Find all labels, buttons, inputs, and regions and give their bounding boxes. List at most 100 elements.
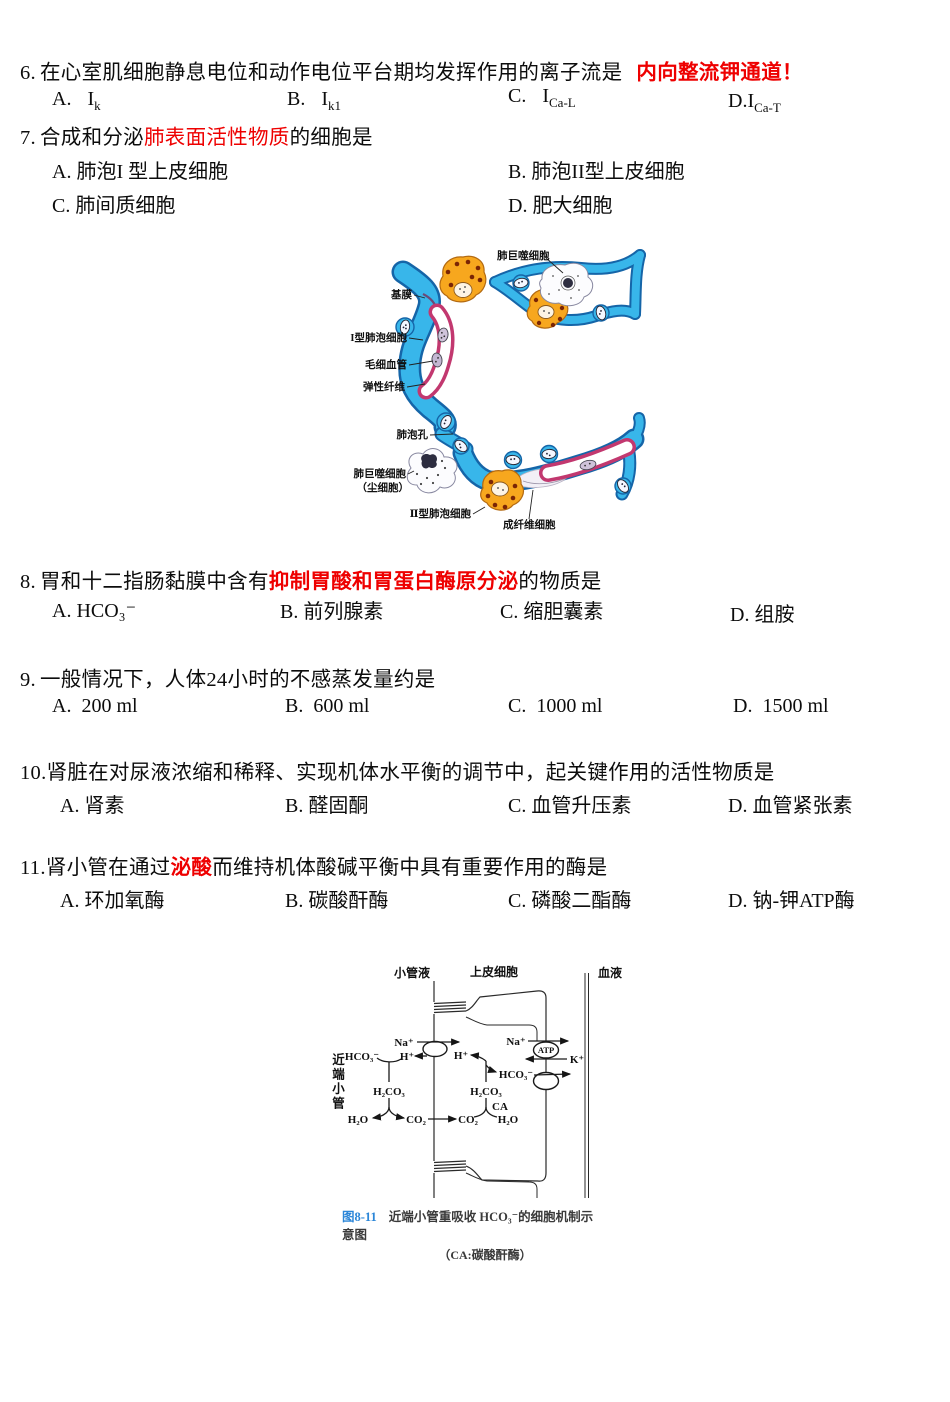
alveoli-figure: 肺巨噬细胞 基膜 I型肺泡细胞 毛细血管 弹性纤维 肺泡孔 肺巨噬细胞 （尘细胞… xyxy=(335,228,660,548)
label-capillary: 毛细血管 xyxy=(365,358,407,371)
q11-option-c: C. 磷酸二酯酶 xyxy=(508,890,632,912)
label-epithelium: 上皮细胞 xyxy=(470,964,518,979)
question-6-number: 6. xyxy=(20,62,36,84)
q11-option-b: B. 碳酸酐酶 xyxy=(285,890,389,912)
na-h-exchanger xyxy=(422,1040,448,1058)
label-alveolar-pore: 肺泡孔 xyxy=(397,428,429,441)
q10-option-b: B. 醛固酮 xyxy=(285,795,369,817)
type2-cell-upper-left xyxy=(439,255,487,303)
question-9-text: 一般情况下，人体24小时的不感蒸发量约是 xyxy=(39,669,436,691)
question-8-highlight: 抑制胃酸和胃蛋白酶原分泌 xyxy=(268,571,519,593)
question-8: 8.胃和十二指肠黏膜中含有抑制胃酸和胃蛋白酶原分泌的物质是 xyxy=(20,564,602,594)
figure-title-line1: 近端小管重吸收 HCO₃⁻的细胞机制示 xyxy=(388,1210,594,1224)
reaction-arrows xyxy=(371,1037,572,1123)
question-10: 10.肾脏在对尿液浓缩和稀释、实现机体水平衡的调节中，起关键作用的活性物质是 xyxy=(20,755,775,785)
question-6-highlight: 内向整流钾通道！ xyxy=(636,62,803,84)
q6-option-b: B.Ik1 xyxy=(287,88,342,113)
na-right: Na⁺ xyxy=(506,1036,525,1048)
q11-option-a: A. 环加氧酶 xyxy=(60,890,165,912)
capillary-upper xyxy=(417,303,455,400)
alveoli-illustration: 肺巨噬细胞 基膜 I型肺泡细胞 毛细血管 弹性纤维 肺泡孔 肺巨噬细胞 （尘细胞… xyxy=(350,249,646,531)
question-10-text: 肾脏在对尿液浓缩和稀释、实现机体水平衡的调节中，起关键作用的活性物质是 xyxy=(46,762,775,784)
q8-option-a: A. HCO₃⁻ xyxy=(52,600,137,622)
k-right: K⁺ xyxy=(570,1054,585,1066)
label-proximal-tubule: 近端小管 xyxy=(330,1053,344,1111)
co2-left: CO₂ xyxy=(406,1114,427,1126)
carbonic-anhydrase: CA xyxy=(492,1101,508,1113)
question-11-text-post: 而维持机体酸碱平衡中具有重要作用的酶是 xyxy=(212,857,608,879)
question-11-number: 11. xyxy=(20,857,46,879)
leader-lines xyxy=(406,256,564,520)
h2o-left: H₂O xyxy=(348,1114,369,1126)
question-8-number: 8. xyxy=(20,571,36,593)
label-macrophage-bottom: 肺巨噬细胞 xyxy=(354,467,407,480)
type2-cell-bottom xyxy=(480,469,525,511)
label-basement-membrane: 基膜 xyxy=(390,288,412,301)
q7-option-d: D. 肥大细胞 xyxy=(508,195,613,217)
alveolar-macrophage-top xyxy=(539,262,594,307)
tubule-diagram: 小管液 上皮细胞 血液 Na⁺ H⁺ HCO₃⁻ H₂CO₃ H₂O CO₂ C… xyxy=(345,964,622,1198)
label-blood: 血液 xyxy=(598,965,622,980)
question-6-text: 在心室肌细胞静息电位和动作电位平台期均发挥作用的离子流是 xyxy=(39,62,623,84)
q9-option-a: A. 200 ml xyxy=(52,695,138,717)
q11-option-d: D. 钠-钾ATP酶 xyxy=(728,890,855,912)
epithelial-nuclei xyxy=(399,277,629,493)
q8-option-d: D. 组胺 xyxy=(730,604,795,626)
na-k-atpase-pump xyxy=(532,1041,560,1059)
h2co3-cell: H₂CO₃ xyxy=(470,1086,502,1098)
q6-option-a: A.Ik xyxy=(52,88,101,113)
na-left: Na⁺ xyxy=(394,1037,413,1049)
label-type1-alveolar-cell: I型肺泡细胞 xyxy=(350,331,407,344)
membranes xyxy=(433,973,589,1198)
question-10-number: 10. xyxy=(20,762,47,784)
question-11: 11.肾小管在通过泌酸而维持机体酸碱平衡中具有重要作用的酶是 xyxy=(20,850,607,880)
q8-option-c: C. 缩胆囊素 xyxy=(500,601,604,623)
q6-option-c: C.ICa-L xyxy=(508,85,576,110)
hco3-cell: HCO₃⁻ xyxy=(499,1069,533,1081)
q7-option-a: A. 肺泡I 型上皮细胞 xyxy=(52,161,229,183)
question-11-text-pre: 肾小管在通过 xyxy=(45,857,171,879)
question-7-text-pre: 合成和分泌 xyxy=(39,127,144,149)
h-cell: H⁺ xyxy=(454,1050,469,1062)
hco3-left: HCO₃⁻ xyxy=(345,1051,379,1063)
q6-option-d: D.ICa-T xyxy=(728,90,781,115)
label-fibroblast: 成纤维细胞 xyxy=(503,518,556,531)
figure-title-line2: 意图 xyxy=(342,1228,368,1242)
question-8-text-pre: 胃和十二指肠黏膜中含有 xyxy=(39,571,269,593)
q10-option-a: A. 肾素 xyxy=(60,795,125,817)
q8-option-b: B. 前列腺素 xyxy=(280,601,384,623)
q10-option-c: C. 血管升压素 xyxy=(508,795,632,817)
q9-option-d: D. 1500 ml xyxy=(733,695,829,717)
question-9: 9.一般情况下，人体24小时的不感蒸发量约是 xyxy=(20,662,435,692)
question-7-text-post: 的细胞是 xyxy=(289,127,373,149)
question-8-text-post: 的物质是 xyxy=(518,571,602,593)
q7-option-b: B. 肺泡II型上皮细胞 xyxy=(508,161,685,183)
co2-cell: CO₂ xyxy=(458,1114,479,1126)
question-7: 7.合成和分泌肺表面活性物质的细胞是 xyxy=(20,120,373,150)
label-alveolar-macrophage-top: 肺巨噬细胞 xyxy=(497,249,550,262)
q9-option-c: C. 1000 ml xyxy=(508,695,603,717)
label-tubule-fluid: 小管液 xyxy=(394,965,430,980)
h2o-cell: H₂O xyxy=(498,1114,519,1126)
tubule-figure: 小管液 上皮细胞 血液 Na⁺ H⁺ HCO₃⁻ H₂CO₃ H₂O CO₂ C… xyxy=(320,955,650,1270)
atp-label: ATP xyxy=(538,1045,554,1055)
label-elastic-fiber: 弹性纤维 xyxy=(363,380,405,393)
q7-option-c: C. 肺间质细胞 xyxy=(52,195,176,217)
label-dust-cell: （尘细胞） xyxy=(357,481,410,494)
q9-option-b: B. 600 ml xyxy=(285,695,370,717)
capillary-lower xyxy=(539,438,636,482)
figure-number: 图8-11 xyxy=(342,1210,377,1224)
question-6: 6.在心室肌细胞静息电位和动作电位平台期均发挥作用的离子流是内向整流钾通道！ xyxy=(20,55,803,85)
transporters xyxy=(422,1040,560,1091)
question-7-highlight: 肺表面活性物质 xyxy=(143,127,290,149)
q10-option-d: D. 血管紧张素 xyxy=(728,795,853,817)
question-7-number: 7. xyxy=(20,127,36,149)
dust-cell-macrophage xyxy=(406,448,458,494)
question-11-highlight: 泌酸 xyxy=(170,857,213,879)
question-9-number: 9. xyxy=(20,669,36,691)
figure-note: （CA:碳酸酐酶） xyxy=(438,1248,532,1262)
label-type2-alveolar-cell: Ⅱ型肺泡细胞 xyxy=(410,507,472,520)
h2co3-left: H₂CO₃ xyxy=(373,1086,405,1098)
h-left: H⁺ xyxy=(400,1051,415,1063)
